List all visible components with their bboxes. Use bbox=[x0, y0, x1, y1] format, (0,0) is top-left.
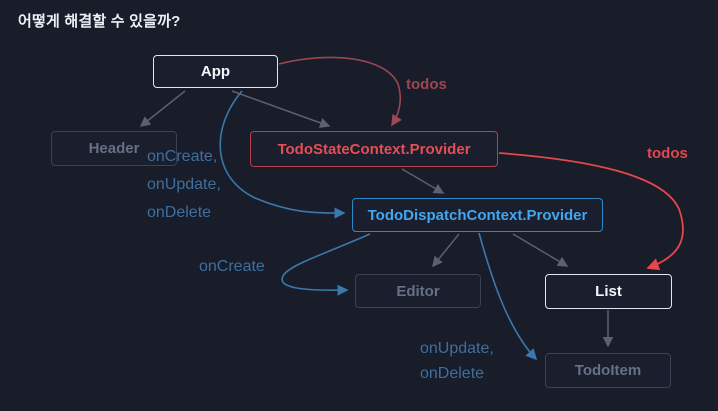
edge-label-todos-right: todos bbox=[647, 145, 688, 162]
edge-app-to-state-provider bbox=[231, 90, 331, 128]
edge-app-to-dispatch bbox=[219, 90, 346, 219]
edge-dispatch-to-list bbox=[512, 233, 569, 267]
node-state-provider-label: TodoStateContext.Provider bbox=[277, 140, 471, 158]
node-header-label: Header bbox=[88, 140, 140, 157]
edge-label-handlers-left: onCreate, onUpdate, onDelete bbox=[147, 148, 221, 221]
node-dispatch-provider-label: TodoDispatchContext.Provider bbox=[367, 206, 588, 224]
edge-label-onupdate-ondelete: onUpdate, onDelete bbox=[420, 340, 494, 382]
edge-dispatch-to-todoitem-handlers bbox=[478, 232, 538, 361]
edge-label-todos-top: todos bbox=[406, 76, 447, 93]
node-todo-item: TodoItem bbox=[545, 353, 671, 388]
edge-label-oncreate: onCreate bbox=[199, 258, 265, 275]
node-header: Header bbox=[51, 131, 177, 166]
node-editor: Editor bbox=[355, 274, 481, 308]
node-app-label: App bbox=[200, 63, 231, 80]
edge-state-to-dispatch-provider bbox=[401, 168, 445, 194]
edge-dispatch-to-editor bbox=[432, 233, 460, 268]
edge-state-to-list-todos bbox=[498, 152, 684, 271]
node-todo-item-label: TodoItem bbox=[574, 362, 642, 379]
node-todo-state-context-provider: TodoStateContext.Provider bbox=[250, 131, 498, 167]
edge-app-to-state-todos bbox=[278, 56, 402, 127]
node-list: List bbox=[545, 274, 672, 309]
node-app: App bbox=[153, 55, 278, 88]
edge-dispatch-to-editor-oncreate bbox=[281, 233, 371, 296]
edge-app-to-header bbox=[139, 90, 186, 127]
node-todo-dispatch-context-provider: TodoDispatchContext.Provider bbox=[352, 198, 603, 232]
node-editor-label: Editor bbox=[396, 282, 440, 300]
node-list-label: List bbox=[595, 283, 622, 300]
slide-title: 어떻게 해결할 수 있을까? bbox=[18, 13, 181, 30]
